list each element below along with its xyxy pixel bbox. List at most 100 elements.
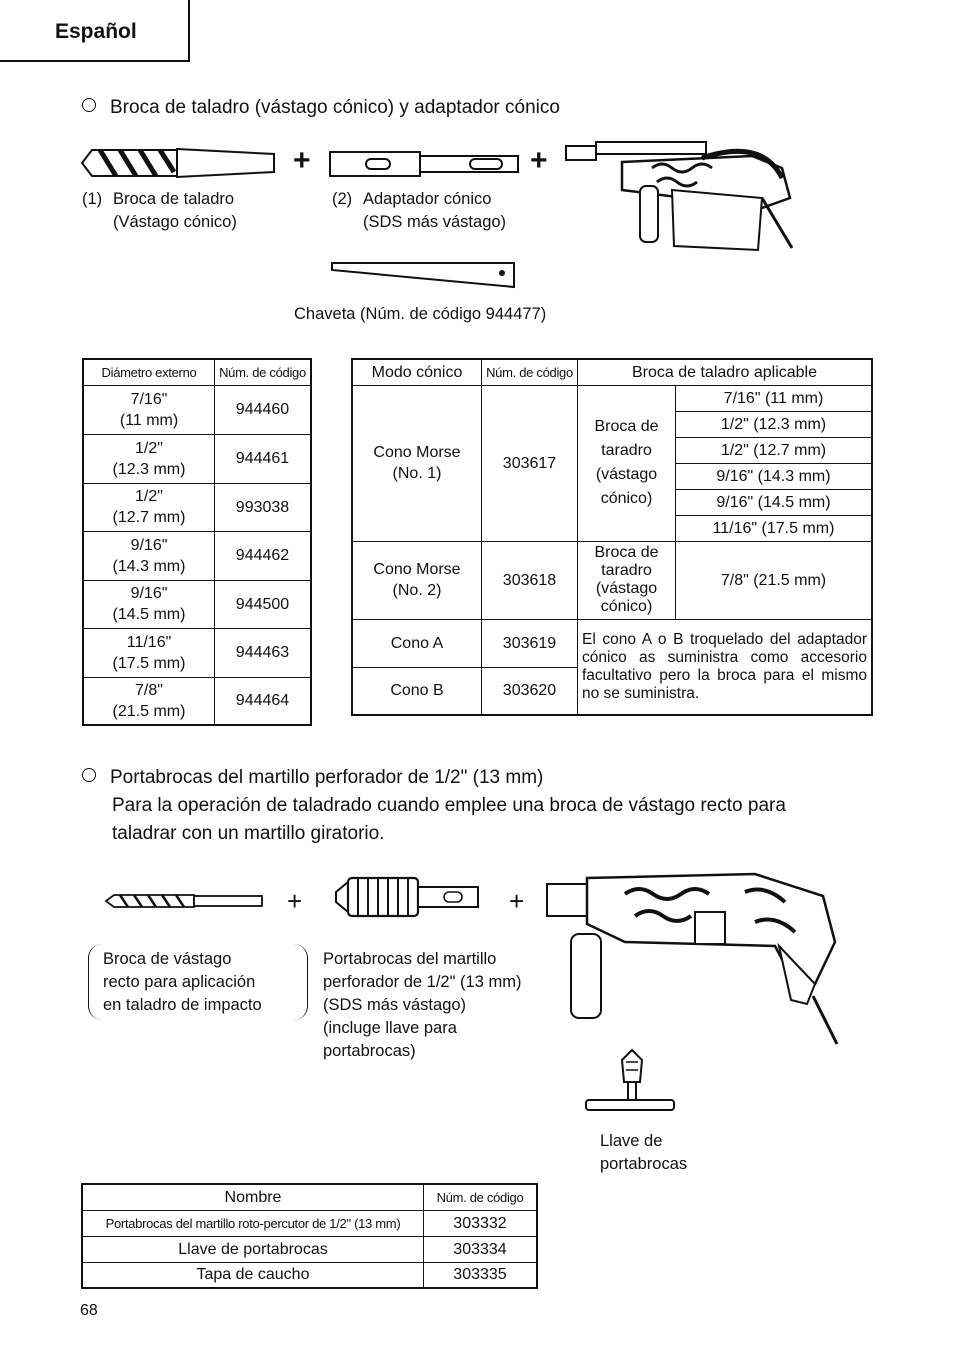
adapter-caption-line1: Adaptador cónico bbox=[363, 190, 492, 208]
adapter-caption: (2) Adaptador cónico (SDS más vástago) bbox=[332, 188, 506, 231]
bit-caption-line1: Broca de taladro bbox=[113, 190, 235, 208]
section1-title: Broca de taladro (vástago cónico) y adap… bbox=[82, 94, 560, 122]
header-name: Nombre bbox=[81, 1183, 424, 1211]
part-name-cell: Llave de portabrocas bbox=[81, 1235, 424, 1263]
table-row: 7/16"(11 mm) 944460 bbox=[82, 384, 312, 435]
section1-title-text: Broca de taladro (vástago cónico) y adap… bbox=[110, 97, 560, 118]
hammer-drill-with-dust-collector-illustration bbox=[565, 141, 794, 252]
code-cell: 944463 bbox=[214, 627, 312, 678]
drill-chuck-illustration bbox=[335, 876, 479, 918]
header-code: Núm. de código bbox=[423, 1183, 538, 1211]
page-number: 68 bbox=[80, 1302, 98, 1319]
code-cell: 993038 bbox=[214, 482, 312, 532]
section2-title: Portabrocas del martillo perforador de 1… bbox=[82, 764, 543, 792]
circle-bullet-icon bbox=[82, 98, 96, 112]
cono-b-mode-cell: Cono B bbox=[351, 666, 482, 716]
size-cell: 1/2" (12.3 mm) bbox=[675, 410, 873, 438]
language-tab: Español bbox=[0, 0, 190, 62]
rotary-hammer-illustration bbox=[546, 872, 839, 1045]
section2-desc-line2: taladrar con un martillo giratorio. bbox=[112, 823, 385, 844]
part-name-cell: Tapa de caucho bbox=[81, 1261, 424, 1289]
table-row: Tapa de caucho 303335 bbox=[81, 1261, 538, 1289]
diameter-cell: 1/2"(12.7 mm) bbox=[82, 482, 215, 532]
cono-a-code-cell: 303619 bbox=[481, 618, 578, 668]
code-cell: 944461 bbox=[214, 433, 312, 484]
cono-a-mode-cell: Cono A bbox=[351, 618, 482, 668]
header-code: Núm. de código bbox=[214, 358, 312, 386]
header-outer-diameter: Diámetro externo bbox=[82, 358, 215, 386]
cono-note-cell: El cono A o B troquelado del adaptador c… bbox=[577, 618, 873, 716]
taper-adapter-illustration bbox=[329, 151, 519, 177]
table-row: 11/16" (17.5 mm) bbox=[352, 514, 873, 542]
adapter-caption-line2: (SDS más vástago) bbox=[363, 213, 507, 231]
plus-sign-1: + bbox=[293, 144, 311, 177]
table-row: Llave de portabrocas 303334 bbox=[81, 1235, 538, 1263]
table-row: Cono A 303619 El cono A o B troquelado d… bbox=[351, 618, 873, 716]
section2-title-text: Portabrocas del martillo perforador de 1… bbox=[110, 767, 544, 788]
table-row: 1/2" (12.7 mm) bbox=[352, 436, 873, 464]
part-code-cell: 303334 bbox=[423, 1235, 538, 1263]
code-cell: 944500 bbox=[214, 579, 312, 629]
section2-desc-line1: Para la operación de taladrado cuando em… bbox=[112, 795, 786, 816]
cono-b-code-cell: 303620 bbox=[481, 666, 578, 716]
morse2-mode-cell: Cono Morse(No. 2) bbox=[351, 540, 482, 620]
table-row: 1/2" (12.3 mm) bbox=[352, 410, 873, 438]
bit-caption-line2: (Vástago cónico) bbox=[113, 213, 237, 231]
code-cell: 944462 bbox=[214, 530, 312, 581]
part-name-cell: Portabrocas del martillo roto-percutor d… bbox=[81, 1209, 424, 1237]
table-row: Portabrocas del martillo roto-percutor d… bbox=[81, 1209, 538, 1237]
parts-table: Nombre Núm. de código Portabrocas del ma… bbox=[81, 1183, 538, 1289]
part-code-cell: 303332 bbox=[423, 1209, 538, 1237]
size-cell: 11/16" (17.5 mm) bbox=[675, 514, 873, 542]
code-cell: 944464 bbox=[214, 676, 312, 726]
chuck-key-illustration bbox=[585, 1048, 675, 1111]
plus-sign-2: + bbox=[530, 144, 548, 177]
table-row: 7/8"(21.5 mm) 944464 bbox=[82, 676, 312, 726]
size-cell: 7/8" (21.5 mm) bbox=[675, 540, 873, 620]
table-row: 9/16" (14.5 mm) bbox=[352, 488, 873, 516]
plus-sign-3: + bbox=[287, 886, 303, 916]
bit-caption-bracket bbox=[88, 944, 308, 1020]
header-code: Núm. de código bbox=[481, 358, 578, 386]
diameter-cell: 1/2"(12.3 mm) bbox=[82, 433, 215, 484]
bit-caption-num: (1) bbox=[82, 190, 103, 208]
morse2-code-cell: 303618 bbox=[481, 540, 578, 620]
taper-drill-bit-illustration bbox=[80, 147, 275, 179]
bit-caption: (1) Broca de taladro (Vástago cónico) bbox=[82, 188, 237, 231]
size-cell: 9/16" (14.5 mm) bbox=[675, 488, 873, 516]
straight-shank-bit-illustration bbox=[104, 894, 263, 908]
size-cell: 9/16" (14.3 mm) bbox=[675, 462, 873, 490]
part-code-cell: 303335 bbox=[423, 1261, 538, 1289]
adapter-caption-num: (2) bbox=[332, 190, 353, 208]
outer-diameter-table: Diámetro externo Núm. de código 7/16"(11… bbox=[82, 358, 312, 726]
header-applicable-bit: Broca de taladro aplicable bbox=[577, 358, 873, 386]
code-cell: 944460 bbox=[214, 384, 312, 435]
table-row: Cono B 303620 bbox=[351, 666, 872, 716]
diameter-cell: 9/16"(14.5 mm) bbox=[82, 579, 215, 629]
morse1-mode-cell: Cono Morse(No. 1) bbox=[351, 384, 482, 542]
diameter-cell: 7/16"(11 mm) bbox=[82, 384, 215, 435]
table-row: 11/16"(17.5 mm) 944463 bbox=[82, 627, 312, 678]
table-row: 1/2"(12.3 mm) 944461 bbox=[82, 433, 312, 484]
diameter-cell: 7/8"(21.5 mm) bbox=[82, 676, 215, 726]
size-cell: 1/2" (12.7 mm) bbox=[675, 436, 873, 464]
table-row: 1/2"(12.7 mm) 993038 bbox=[82, 482, 312, 532]
table-row: 9/16"(14.3 mm) 944462 bbox=[82, 530, 312, 581]
taper-mode-table: Modo cónico Núm. de código Broca de tala… bbox=[351, 358, 873, 716]
table-row: 9/16"(14.5 mm) 944500 bbox=[82, 579, 312, 629]
cotter-key-illustration bbox=[331, 262, 515, 289]
plus-sign-4: + bbox=[509, 886, 525, 916]
circle-bullet-icon bbox=[82, 768, 96, 782]
diameter-cell: 11/16"(17.5 mm) bbox=[82, 627, 215, 678]
morse1-code-cell: 303617 bbox=[481, 384, 578, 542]
cotter-caption: Chaveta (Núm. de código 944477) bbox=[294, 305, 547, 323]
header-taper-mode: Modo cónico bbox=[351, 358, 482, 386]
diameter-cell: 9/16"(14.3 mm) bbox=[82, 530, 215, 581]
